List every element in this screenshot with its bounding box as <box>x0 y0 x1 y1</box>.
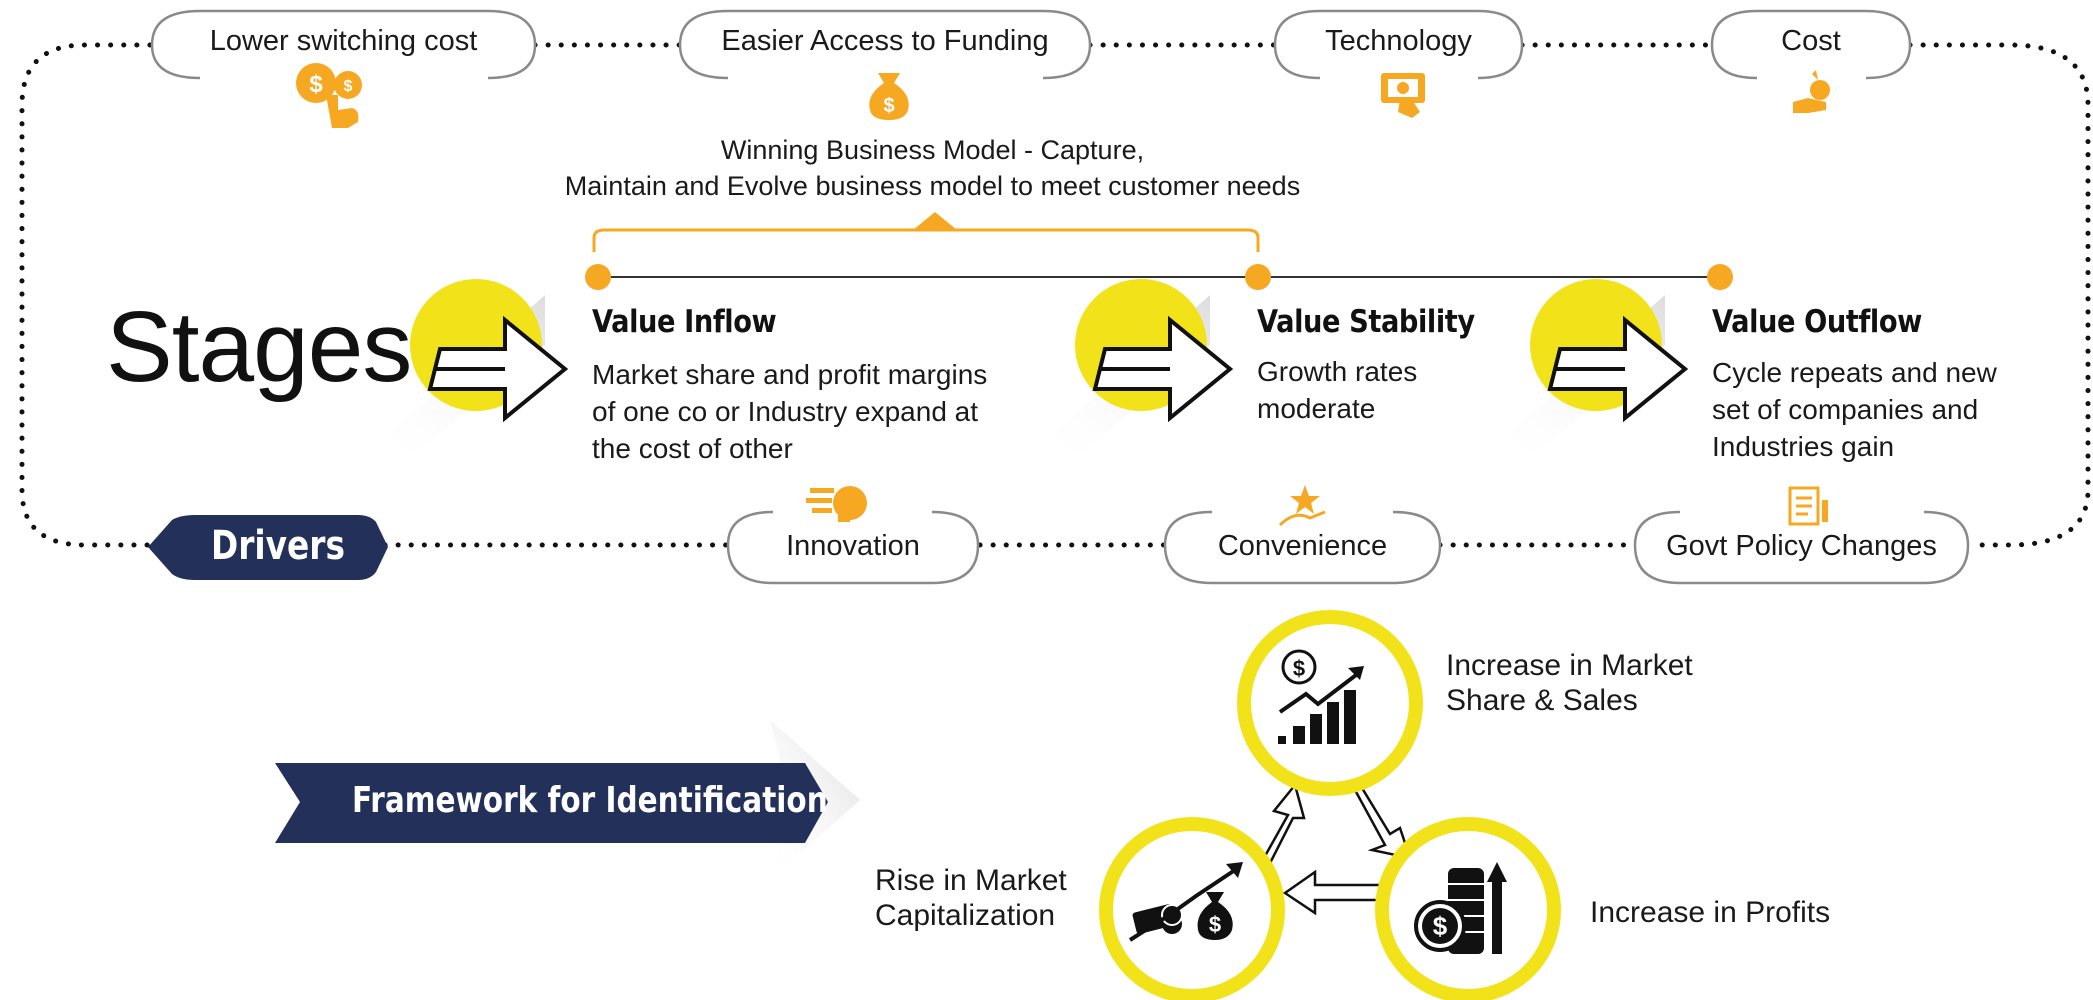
stage-arrow-icon <box>1490 279 1689 450</box>
pill-cost <box>1710 9 1912 80</box>
svg-text:$: $ <box>309 71 323 98</box>
drivers-badge <box>148 515 388 580</box>
coin-hand-icon <box>1793 70 1830 113</box>
pill-easier-access-to-funding <box>678 9 1092 80</box>
star-hand-icon <box>1278 485 1326 527</box>
stage-desc-line: Cycle repeats and new <box>1712 357 1997 388</box>
cycle-label-market-cap: Rise in Market Capitalization <box>875 863 1067 933</box>
stages-heading: Stages <box>106 291 412 403</box>
driver-label-technology: Technology <box>1325 25 1472 57</box>
timeline-dot-outflow <box>1707 264 1733 290</box>
money-bag-growth-icon: $ <box>1128 862 1243 942</box>
driver-label-easier-access-to-funding: Easier Access to Funding <box>721 25 1049 57</box>
cycle-label-market-share: Increase in Market Share & Sales <box>1446 648 1693 718</box>
stage-desc-line: moderate <box>1257 393 1376 424</box>
svg-text:$: $ <box>1293 656 1305 681</box>
pill-convenience <box>1163 510 1442 585</box>
drivers-label: Drivers <box>211 523 345 569</box>
stage-desc-line: set of companies and <box>1712 394 1979 425</box>
cycle-label-line: Increase in Market <box>1446 649 1693 682</box>
dotted-boundary <box>19 42 2091 548</box>
coin-stack-icon: $ <box>1414 862 1507 954</box>
driver-label-lower-switching-cost: Lower switching cost <box>209 25 478 57</box>
stage-arrow-icon <box>1035 279 1234 450</box>
cycle-label-line: Rise in Market <box>875 864 1067 897</box>
stage-desc-line: the cost of other <box>592 433 793 464</box>
stage-desc-value-stability: Growth rates moderate <box>1257 353 1557 427</box>
pill-govt-policy-changes <box>1633 510 1970 585</box>
business-model-line-2: Maintain and Evolve business model to me… <box>564 171 1301 201</box>
stage-title-value-inflow: Value Inflow <box>592 304 777 340</box>
stage-desc-value-outflow: Cycle repeats and new set of companies a… <box>1712 354 2062 465</box>
svg-text:$: $ <box>1209 912 1221 937</box>
timeline-dot-stability <box>1245 264 1271 290</box>
growth-chart-icon: $ <box>1278 649 1364 744</box>
money-bag-icon: $ <box>869 73 909 120</box>
cycle-label-line: Increase in Profits <box>1590 896 1831 929</box>
stage-title-value-outflow: Value Outflow <box>1712 304 1922 340</box>
cycle-label-profits: Increase in Profits <box>1590 895 1830 930</box>
svg-text:$: $ <box>883 95 894 117</box>
stage-desc-line: of one co or Industry expand at <box>592 396 979 427</box>
pill-innovation <box>726 510 980 585</box>
stage-arrow-icon <box>370 279 569 450</box>
timeline-dot-inflow <box>585 264 611 290</box>
stage-desc-line: Industries gain <box>1712 431 1895 462</box>
cycle-label-line: Share & Sales <box>1446 684 1638 717</box>
cycle-label-line: Capitalization <box>875 899 1056 932</box>
business-model-text: Winning Business Model - Capture, Mainta… <box>470 132 1395 204</box>
svg-text:$: $ <box>344 78 353 95</box>
stage-desc-line: Growth rates <box>1257 356 1418 387</box>
cycle-ring-market-cap <box>1099 817 1285 1000</box>
framework-label: Framework for Identification <box>352 780 828 821</box>
cycle-arrows <box>1258 782 1412 916</box>
driver-label-cost: Cost <box>1781 25 1841 57</box>
business-model-bracket <box>592 228 1260 252</box>
stage-desc-line: Market share and profit margins <box>592 359 988 390</box>
bracket-pointer <box>913 212 957 230</box>
dollar-coins-hand-icon: $ $ <box>296 63 362 128</box>
tablet-hand-icon <box>1381 73 1425 118</box>
pill-lower-switching-cost <box>150 9 537 80</box>
framework-banner <box>275 763 828 843</box>
driver-label-innovation: Innovation <box>786 530 920 562</box>
business-model-line-1: Winning Business Model - Capture, <box>720 135 1145 165</box>
driver-label-convenience: Convenience <box>1217 530 1388 562</box>
document-icon <box>1788 486 1828 526</box>
stage-title-value-stability: Value Stability <box>1257 304 1475 340</box>
lightbulb-icon <box>806 486 867 522</box>
pill-technology <box>1273 9 1524 80</box>
stage-desc-value-inflow: Market share and profit margins of one c… <box>592 356 1042 467</box>
driver-label-govt-policy-changes: Govt Policy Changes <box>1666 530 1937 562</box>
svg-text:$: $ <box>1433 911 1448 941</box>
